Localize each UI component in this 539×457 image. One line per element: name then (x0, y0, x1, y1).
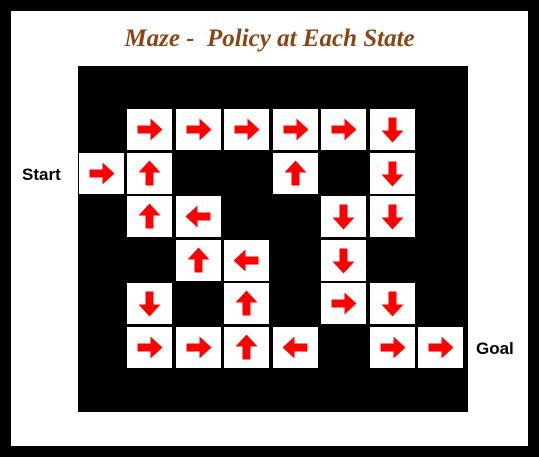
maze-cell-r4-c5 (321, 283, 366, 324)
arrow-up-icon (138, 160, 161, 185)
maze-cell-r5-c2 (175, 326, 221, 368)
maze-cell-r5-c7 (418, 326, 463, 368)
maze-cell-r2-c1 (127, 196, 172, 237)
maze-cell-r0-c1 (127, 109, 172, 150)
diagram-title: Maze - Policy at Each State (124, 25, 415, 52)
arrow-left-icon (185, 205, 210, 228)
maze-cell-r1-c0 (78, 152, 124, 194)
maze-cell-r0-c4 (272, 109, 318, 150)
maze-cell-r5-c6 (369, 326, 415, 368)
arrow-right-icon (380, 336, 405, 358)
maze-board (78, 66, 468, 412)
arrow-right-icon (234, 118, 260, 141)
maze-cell-r4-c3 (224, 283, 269, 324)
arrow-down-icon (332, 204, 355, 230)
arrow-up-icon (235, 334, 258, 359)
maze-cell-r3-c5 (321, 239, 366, 281)
goal-label: Goal (476, 339, 514, 358)
maze-cell-r5-c3 (224, 326, 269, 368)
arrow-up-icon (138, 203, 161, 229)
arrow-right-icon (331, 118, 357, 141)
maze-cell-r2-c5 (321, 196, 366, 237)
maze-cell-r0-c2 (175, 109, 221, 150)
maze-cell-r5-c4 (272, 326, 318, 368)
maze-cell-r0-c3 (224, 109, 269, 150)
maze-cell-r3-c3 (224, 239, 269, 281)
arrow-left-icon (233, 249, 259, 271)
maze-cell-r1-c4 (272, 152, 318, 194)
maze-cell-r0-c5 (321, 109, 366, 150)
maze-cell-r3-c2 (175, 239, 221, 281)
arrow-right-icon (428, 336, 454, 358)
maze-cell-r4-c1 (127, 283, 172, 324)
maze-cell-r5-c1 (127, 326, 172, 368)
arrow-right-icon (186, 336, 211, 358)
arrow-right-icon (331, 292, 357, 315)
arrow-right-icon (283, 118, 308, 141)
arrow-up-icon (235, 290, 258, 316)
arrow-up-icon (187, 247, 209, 272)
arrow-left-icon (282, 336, 307, 358)
maze-cell-r2-c6 (369, 196, 415, 237)
arrow-up-icon (284, 160, 306, 185)
arrow-down-icon (138, 291, 161, 317)
arrow-down-icon (381, 117, 403, 143)
arrow-down-icon (381, 291, 403, 317)
arrow-down-icon (381, 161, 403, 186)
arrow-right-icon (89, 162, 114, 184)
arrow-right-icon (186, 118, 211, 141)
maze-cell-r1-c1 (127, 152, 172, 194)
arrow-down-icon (381, 204, 403, 230)
maze-cell-r0-c6 (369, 109, 415, 150)
arrow-right-icon (137, 118, 163, 141)
start-label: Start (22, 165, 61, 184)
maze-cell-r1-c6 (369, 152, 415, 194)
maze-cell-r4-c6 (369, 283, 415, 324)
arrow-down-icon (332, 248, 355, 273)
maze-cell-r2-c2 (175, 196, 221, 237)
arrow-right-icon (137, 336, 163, 358)
